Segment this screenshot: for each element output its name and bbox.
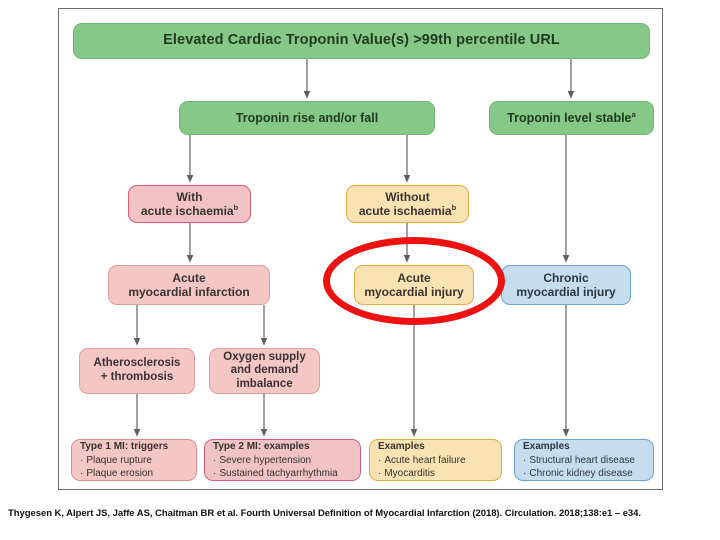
node-examples-chronic-injury: Examples Structural heart disease Chroni… <box>514 439 654 481</box>
node-without-acute-ischaemia-line2: acute ischaemiab <box>358 203 457 218</box>
node-examples-acute-injury: Examples Acute heart failure Myocarditis <box>369 439 502 481</box>
node-troponin-rise-or-fall-label: Troponin rise and/or fall <box>235 110 379 125</box>
node-oxygen-line1: Oxygen supply <box>223 350 306 363</box>
node-troponin-level-stable-text: Troponin level stable <box>507 111 632 126</box>
node-with-acute-ischaemia: With acute ischaemiab <box>128 185 251 223</box>
node-type-2-mi-item: Sustained tachyarrhythmia <box>213 467 353 480</box>
node-title-text: Elevated Cardiac Troponin Value(s) >99th… <box>163 32 560 49</box>
node-troponin-rise-or-fall: Troponin rise and/or fall <box>179 101 435 135</box>
node-troponin-level-stable: Troponin level stablea <box>489 101 654 135</box>
node-examples-acute-injury-item: Acute heart failure <box>378 454 494 467</box>
node-atherosclerosis-line2: + thrombosis <box>100 371 174 383</box>
footnote-marker-b: b <box>451 203 457 212</box>
node-examples-acute-injury-item: Myocarditis <box>378 467 494 480</box>
node-without-acute-ischaemia-text: acute ischaemia <box>358 204 452 218</box>
node-acute-myocardial-infarction: Acute myocardial infarction <box>108 265 270 305</box>
node-with-acute-ischaemia-line1: With <box>176 189 203 204</box>
node-type-1-mi-item: Plaque rupture <box>80 454 189 467</box>
node-acute-myocardial-infarction-line2: myocardial infarction <box>128 285 250 299</box>
node-elevated-troponin-title: Elevated Cardiac Troponin Value(s) >99th… <box>73 23 650 59</box>
node-examples-chronic-injury-title: Examples <box>523 440 570 452</box>
connector-arrows <box>133 59 575 437</box>
node-type-2-mi-item: Severe hypertension <box>213 454 353 467</box>
node-without-acute-ischaemia-line1: Without <box>385 189 430 204</box>
node-acute-myocardial-injury-line2: myocardial injury <box>364 285 464 299</box>
node-type-1-mi-triggers: Type 1 MI: triggers Plaque rupture Plaqu… <box>71 439 197 481</box>
node-chronic-myocardial-injury: Chronic myocardial injury <box>501 265 631 305</box>
node-type-1-mi-title: Type 1 MI: triggers <box>80 440 169 452</box>
node-chronic-myocardial-injury-line2: myocardial injury <box>516 285 616 299</box>
node-oxygen-line2: and demand <box>230 364 299 377</box>
node-troponin-level-stable-label: Troponin level stablea <box>507 110 636 126</box>
node-acute-myocardial-injury-line1: Acute <box>397 270 431 285</box>
node-acute-myocardial-injury: Acute myocardial injury <box>354 265 474 305</box>
node-type-2-mi-examples: Type 2 MI: examples Severe hypertension … <box>204 439 361 481</box>
citation-text: Thygesen K, Alpert JS, Jaffe AS, Chaitma… <box>8 508 641 519</box>
node-examples-acute-injury-title: Examples <box>378 440 425 452</box>
node-oxygen-supply-demand-imbalance: Oxygen supply and demand imbalance <box>209 348 320 394</box>
node-with-acute-ischaemia-text: acute ischaemia <box>140 204 234 218</box>
node-atherosclerosis-thrombosis: Atherosclerosis + thrombosis <box>79 348 195 394</box>
node-oxygen-line3: imbalance <box>236 377 293 390</box>
node-chronic-myocardial-injury-line1: Chronic <box>543 270 589 285</box>
node-without-acute-ischaemia: Without acute ischaemiab <box>346 185 469 223</box>
node-examples-chronic-injury-item: Chronic kidney disease <box>523 467 646 480</box>
flowchart-figure-frame: Elevated Cardiac Troponin Value(s) >99th… <box>58 8 663 490</box>
node-type-2-mi-title: Type 2 MI: examples <box>213 440 310 452</box>
node-type-1-mi-item: Plaque erosion <box>80 467 189 480</box>
node-examples-chronic-injury-item: Structural heart disease <box>523 454 646 467</box>
flowchart-canvas: Elevated Cardiac Troponin Value(s) >99th… <box>59 9 664 491</box>
footnote-marker-a: a <box>631 110 636 120</box>
node-acute-myocardial-infarction-line1: Acute <box>172 270 206 285</box>
footnote-marker-b: b <box>233 203 239 212</box>
node-atherosclerosis-line1: Atherosclerosis <box>93 357 181 370</box>
node-with-acute-ischaemia-line2: acute ischaemiab <box>140 203 239 218</box>
